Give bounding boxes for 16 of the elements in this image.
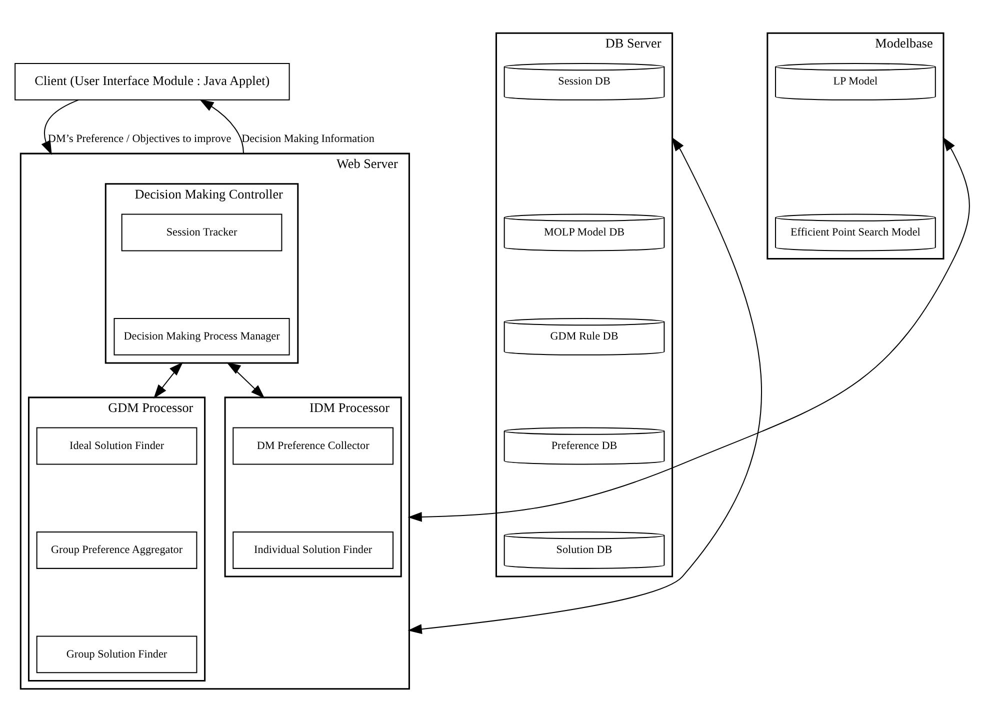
node-box: Group Solution Finder	[36, 635, 198, 673]
node-box: Group Preference Aggregator	[36, 531, 198, 568]
node-box: Session Tracker	[121, 213, 282, 251]
arrow	[200, 98, 244, 154]
arrow	[408, 136, 970, 522]
node-box: Client (User Interface Module : Java Applet)	[14, 62, 290, 100]
edge-label: Decision Making Information	[242, 132, 374, 145]
arrow	[408, 136, 762, 634]
arrow	[154, 361, 184, 398]
edge-label: DM’s Preference / Objectives to improve	[48, 132, 232, 145]
arrow	[41, 98, 79, 154]
node-box: Decision Making Process Manager	[114, 318, 290, 355]
node-box: Individual Solution Finder	[232, 531, 394, 568]
node-box: Ideal Solution Finder	[36, 426, 198, 464]
arrow	[226, 362, 265, 398]
node-box: DM Preference Collector	[232, 426, 394, 464]
